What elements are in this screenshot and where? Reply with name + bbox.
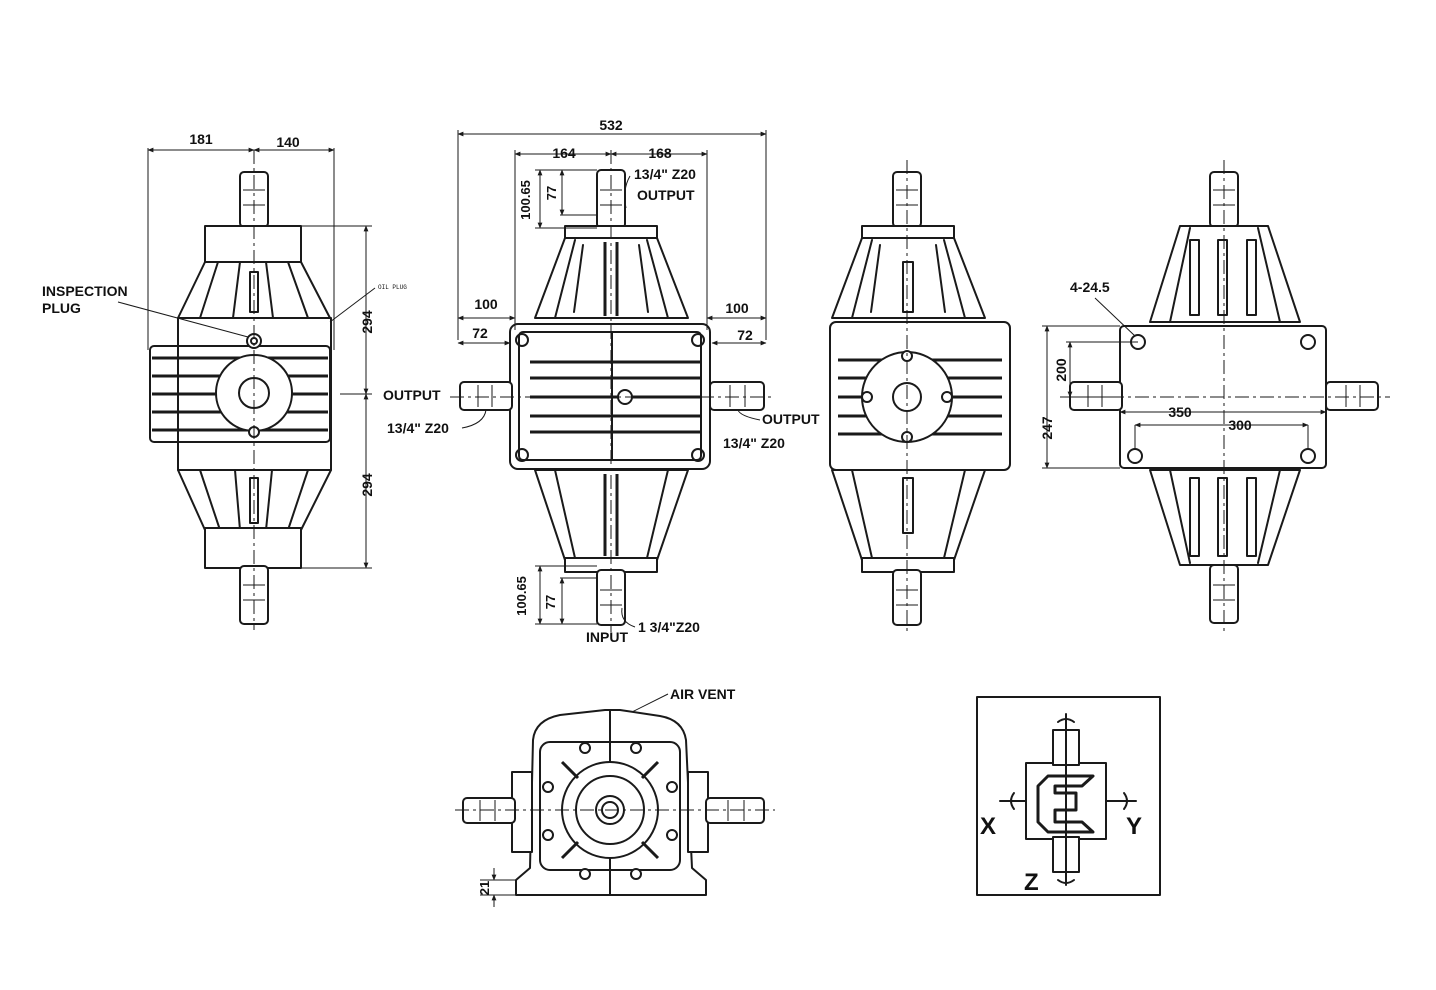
output-label-top: OUTPUT xyxy=(637,187,695,203)
input-label: INPUT xyxy=(586,629,628,645)
dim-100-right: 100 xyxy=(725,300,749,316)
axis-y-label: Y xyxy=(1126,813,1142,840)
dim-532: 532 xyxy=(599,117,623,133)
dim-100-left: 100 xyxy=(474,296,498,312)
base-view: 200 247 350 300 4-24.5 xyxy=(1039,160,1390,632)
axis-z-label: Z xyxy=(1024,869,1039,896)
mounting-holes-label: 4-24.5 xyxy=(1070,279,1110,295)
end-view: 21 AIR VENT xyxy=(455,686,775,907)
dim-200: 200 xyxy=(1053,358,1069,382)
air-vent-label: AIR VENT xyxy=(670,686,736,702)
dim-72-right: 72 xyxy=(737,327,753,343)
output-label-left: OUTPUT xyxy=(383,387,441,403)
dim-168: 168 xyxy=(648,145,672,161)
spline-label-left: 13/4" Z20 xyxy=(387,420,449,436)
dim-164: 164 xyxy=(552,145,576,161)
dim-72-left: 72 xyxy=(472,325,488,341)
side-view: 181 140 294 294 INSPECTION PLUG OIL PLUG xyxy=(42,131,407,630)
oil-plug-label: OIL PLUG xyxy=(378,284,407,291)
dim-100-65-bottom: 100.65 xyxy=(514,576,529,616)
front-view: 532 164 168 100 100 72 72 100.65 77 100.… xyxy=(383,117,820,645)
dim-100-65-top: 100.65 xyxy=(518,180,533,220)
dim-77-bottom: 77 xyxy=(543,595,558,609)
axis-x-label: X xyxy=(980,813,996,840)
dim-350: 350 xyxy=(1168,404,1192,420)
dim-77-top: 77 xyxy=(544,186,559,200)
spline-label-input: 1 3/4"Z20 xyxy=(638,619,700,635)
dim-21: 21 xyxy=(477,881,492,895)
dim-140: 140 xyxy=(276,134,300,150)
inspection-plug-label: INSPECTION xyxy=(42,283,128,299)
dim-300: 300 xyxy=(1228,417,1252,433)
spline-label-top: 13/4" Z20 xyxy=(634,166,696,182)
dim-294-bottom: 294 xyxy=(359,473,375,497)
dim-247: 247 xyxy=(1039,416,1055,440)
dim-181: 181 xyxy=(189,131,213,147)
rotation-diagram: X Y Z xyxy=(976,696,1161,896)
rear-view xyxy=(829,160,1011,632)
inspection-plug-label-2: PLUG xyxy=(42,300,81,316)
output-label-right: OUTPUT xyxy=(762,411,820,427)
dim-294-top: 294 xyxy=(359,310,375,334)
spline-label-right: 13/4" Z20 xyxy=(723,435,785,451)
